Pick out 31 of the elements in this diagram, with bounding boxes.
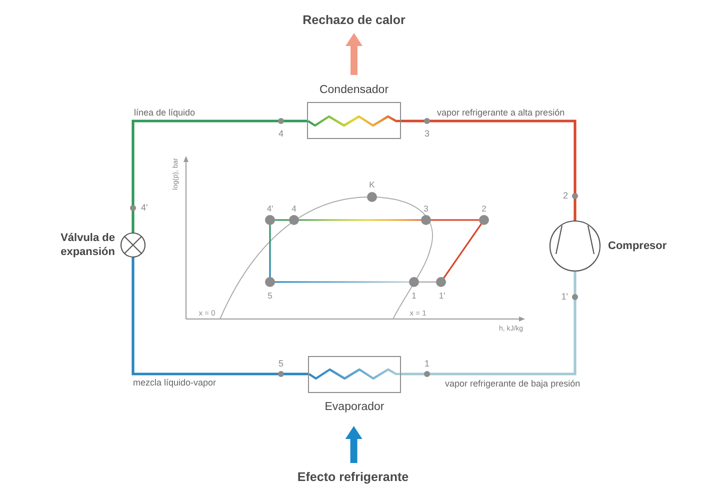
point-label: 4 xyxy=(278,128,284,140)
annotation-text: Efecto refrigerante xyxy=(297,469,409,486)
point-label: 3 xyxy=(424,128,430,140)
pipe-line xyxy=(401,271,576,376)
point-label: K xyxy=(369,180,375,190)
point-label: 2 xyxy=(562,190,568,202)
point-label: 3 xyxy=(424,204,428,214)
pipe-line xyxy=(132,257,308,376)
point-label: 5 xyxy=(278,358,284,370)
point-label: 4 xyxy=(292,204,296,214)
heat-arrow xyxy=(345,426,362,463)
edge-label: línea de líquido xyxy=(134,108,196,118)
edge-label: mezcla líquido-vapor xyxy=(133,378,216,388)
edge-label: vapor refrigerante a alta presión xyxy=(437,108,565,118)
point-label: 1' xyxy=(561,292,568,302)
pipe-line xyxy=(401,120,576,221)
point-label: 4' xyxy=(266,204,274,214)
component-label: Evaporador xyxy=(324,400,384,414)
annotation-text: Rechazo de calor xyxy=(302,12,406,29)
point-label: 1' xyxy=(438,290,446,302)
edge-label: vapor refrigerante de baja presión xyxy=(445,378,580,390)
point-label: 1 xyxy=(424,358,430,370)
heat-arrow xyxy=(346,33,362,75)
point-label: 5 xyxy=(268,290,272,302)
component-label: Condensador xyxy=(319,83,389,97)
component-label: Compresor xyxy=(608,239,667,253)
point-label: 1 xyxy=(412,290,416,302)
point-label: 4' xyxy=(141,202,148,214)
pipe-line xyxy=(132,120,307,233)
component-label: Válvula de expansión xyxy=(60,231,115,259)
point-label: 2 xyxy=(482,204,486,214)
